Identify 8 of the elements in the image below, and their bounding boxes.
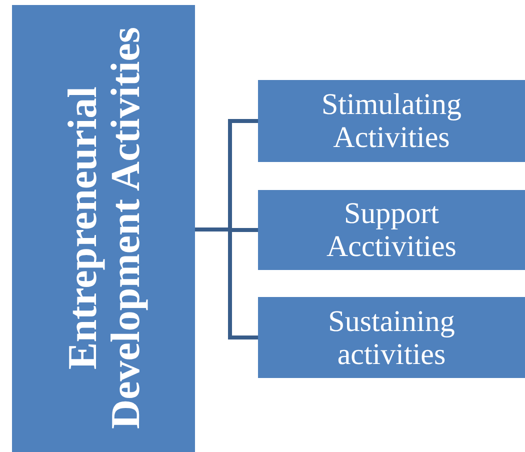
activity-box <box>258 80 525 162</box>
activity-box <box>258 190 525 270</box>
box-label: Support Acctivities <box>326 197 458 263</box>
box-label: Stimulating Activities <box>320 88 462 154</box>
box-label: Sustaining activities <box>327 304 456 370</box>
activity-box <box>12 5 195 452</box>
activity-box <box>258 297 525 378</box>
box-title: Entrepreneurial Development Activities <box>60 26 147 432</box>
